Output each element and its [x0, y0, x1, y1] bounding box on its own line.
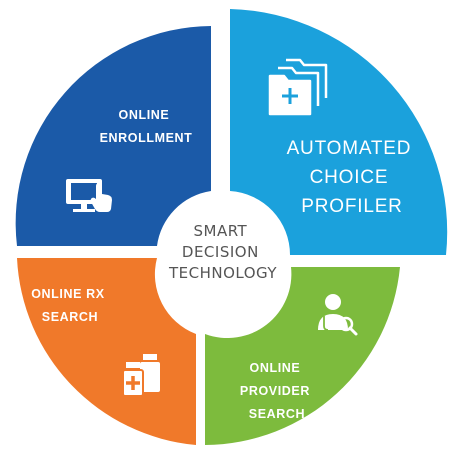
center-title: SMART DECISION TECHNOLOGY: [168, 222, 277, 282]
segment-online-rx-search-shape: [17, 258, 196, 445]
segment-online-provider-search-shape: [205, 267, 400, 445]
doctor-search-icon: [318, 294, 358, 336]
segment-online-enrollment-label: ONLINE ENROLLMENT: [100, 108, 193, 145]
segment-online-enrollment[interactable]: ONLINE ENROLLMENT: [15, 26, 212, 246]
medical-folders-icon: [268, 58, 328, 116]
segment-online-provider-search-label: ONLINE PROVIDER SEARCH: [240, 361, 314, 421]
segment-automated-choice-profiler[interactable]: AUTOMATED CHOICE PROFILER: [100, 0, 448, 255]
segment-automated-choice-profiler-shape: [230, 9, 448, 255]
segment-automated-choice-profiler-label: AUTOMATED CHOICE PROFILER: [287, 138, 418, 217]
segment-online-rx-search-label: ONLINE RX SEARCH: [31, 287, 109, 324]
center-hub: SMART DECISION TECHNOLOGY: [160, 191, 286, 317]
segment-online-provider-search[interactable]: ONLINE PROVIDER SEARCH: [205, 267, 400, 445]
segment-online-enrollment-shape: [15, 26, 212, 246]
monitor-touch-icon: [66, 179, 112, 212]
pill-bottles-icon: [122, 354, 160, 397]
segment-online-rx-search[interactable]: ONLINE RX SEARCH: [17, 258, 196, 445]
